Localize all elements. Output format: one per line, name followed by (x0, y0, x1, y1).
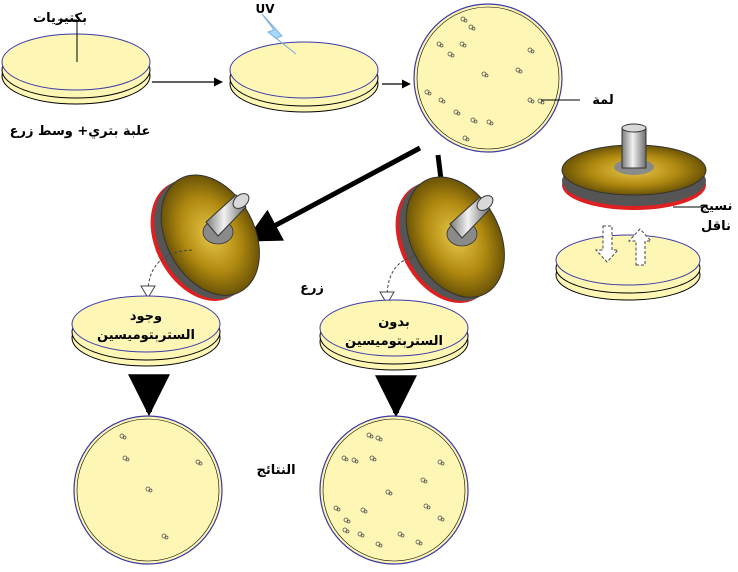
with-strep-label-2: الستربتوميسين (97, 328, 195, 343)
uv-bolt-icon (261, 13, 297, 55)
petri-dish-without-strep (319, 299, 469, 371)
transfer-up-arrow (627, 228, 653, 266)
velvet-label-1: نسيج (700, 199, 733, 214)
stamp-left-dashed-arrow (147, 249, 193, 291)
with-strep-label-1: وجود (130, 309, 162, 324)
bacteria-label: بكتيريات (33, 11, 87, 26)
without-strep-label-1: بدون (378, 315, 410, 330)
velvet-stamp-right (561, 123, 707, 210)
petri-dish-medium-label: علبة بتري+ وسط زرع (10, 124, 151, 139)
velvet-label-2: ناقل (701, 219, 731, 234)
without-strep-label-2: الستربتوميسين (345, 334, 443, 349)
culture-label: زرع (300, 281, 324, 296)
uv-label: UV (255, 2, 275, 16)
arrow-to-with-strep (244, 145, 422, 243)
petri-dish-1 (1, 33, 151, 105)
petri-dish-2 (229, 41, 379, 113)
petri-dish-right (555, 234, 701, 301)
results-label: النتائج (256, 463, 295, 478)
petri-dish-with-strep (71, 295, 221, 367)
transfer-down-arrow (594, 225, 620, 263)
result-plate-without-strep (319, 415, 469, 565)
result-plate-with-strep (73, 415, 223, 565)
stamp-middle-dashed-arrow (386, 255, 419, 297)
colony-plate (413, 3, 563, 153)
colony-label: لمة (592, 93, 613, 108)
